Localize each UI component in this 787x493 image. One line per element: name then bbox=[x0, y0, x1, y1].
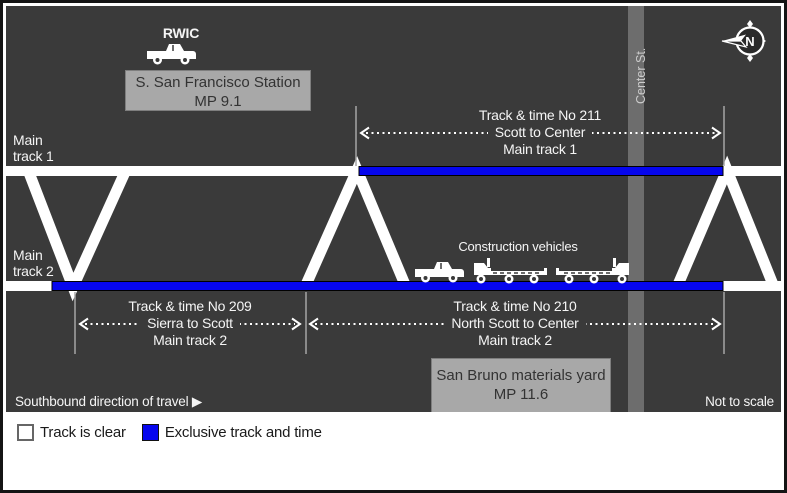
exclusive-track-swatch bbox=[141, 424, 159, 441]
crossover-middle-a bbox=[299, 156, 412, 290]
station-milepost: MP 9.1 bbox=[194, 93, 242, 110]
construction-flatbed-right-icon bbox=[556, 258, 629, 284]
exclusive-segment-track1 bbox=[358, 166, 724, 176]
tt211-number: Track & time No 211 bbox=[478, 107, 602, 123]
yard-box: San Bruno materials yard MP 11.6 bbox=[431, 358, 611, 412]
diagram-area: RWIC S. San Francisco Station MP 9.1 Mai… bbox=[6, 6, 781, 412]
legend-item-track-clear: Track is clear bbox=[17, 424, 126, 441]
legend: Track is clear Exclusive track and time bbox=[6, 412, 781, 487]
construction-pickup-icon bbox=[415, 262, 464, 283]
compass-north-icon: N bbox=[721, 20, 766, 62]
tt211-limits: Scott to Center bbox=[487, 124, 593, 141]
exclusive-track-label: Exclusive track and time bbox=[164, 424, 322, 441]
yard-milepost: MP 11.6 bbox=[493, 386, 549, 403]
rwic-label: RWIC bbox=[162, 25, 200, 41]
track-time-209-label: Track & time No 209 Sierra to Scott Main… bbox=[70, 298, 310, 349]
tt209-limits: Sierra to Scott bbox=[140, 315, 240, 332]
southbound-direction-label: Southbound direction of travel ▶ bbox=[15, 394, 203, 409]
rwic-truck-icon bbox=[147, 44, 196, 65]
construction-flatbed-left-icon bbox=[474, 258, 547, 284]
tt210-track: Main track 2 bbox=[478, 332, 552, 348]
not-to-scale-label: Not to scale bbox=[705, 394, 774, 409]
main-track-1-label: Main track 1 bbox=[13, 132, 54, 164]
track-schematic bbox=[6, 106, 781, 354]
compass-letter: N bbox=[745, 34, 754, 49]
track-time-210-label: Track & time No 210 North Scott to Cente… bbox=[375, 298, 655, 349]
tt209-track: Main track 2 bbox=[153, 332, 227, 348]
tt210-number: Track & time No 210 bbox=[453, 298, 577, 314]
center-street-label: Center St. bbox=[634, 47, 648, 104]
tt211-track: Main track 1 bbox=[503, 141, 577, 157]
legend-item-exclusive: Exclusive track and time bbox=[141, 424, 322, 441]
track-clear-label: Track is clear bbox=[40, 424, 126, 441]
construction-vehicles-icons bbox=[415, 258, 629, 284]
main-track-2-label: Main track 2 bbox=[13, 247, 54, 279]
tt210-limits: North Scott to Center bbox=[444, 315, 586, 332]
track-clear-swatch bbox=[17, 424, 34, 441]
station-name: S. San Francisco Station bbox=[135, 74, 301, 91]
center-street-band bbox=[628, 6, 644, 412]
yard-name: San Bruno materials yard bbox=[436, 367, 606, 384]
tt209-number: Track & time No 209 bbox=[128, 298, 252, 314]
station-box: S. San Francisco Station MP 9.1 bbox=[125, 70, 311, 111]
crossover-right-a bbox=[671, 155, 780, 290]
construction-vehicles-label: Construction vehicles bbox=[458, 239, 578, 254]
track-time-211-label: Track & time No 211 Scott to Center Main… bbox=[410, 107, 670, 158]
arrow-tt211 bbox=[359, 126, 722, 140]
exclusive-segment-track2 bbox=[51, 281, 724, 291]
